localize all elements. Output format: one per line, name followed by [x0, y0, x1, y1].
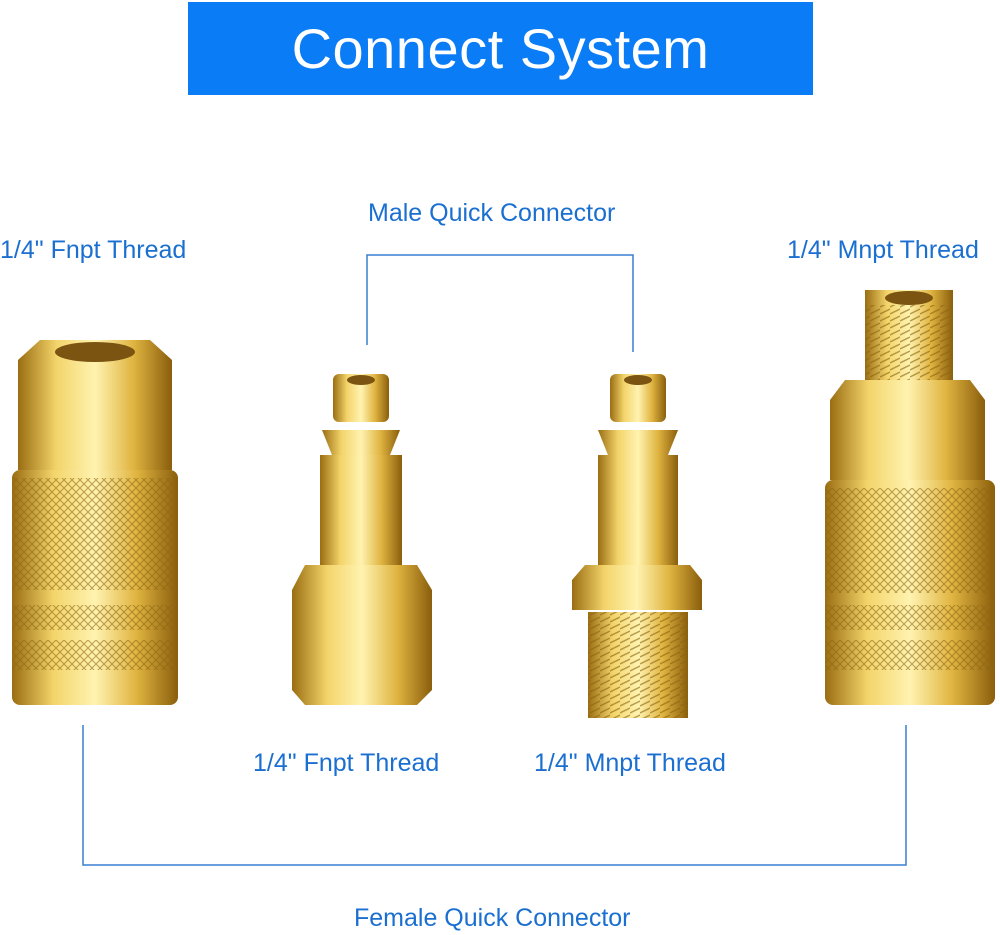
female-bracket-line: [82, 725, 907, 866]
male-plug-mnpt: [572, 374, 702, 718]
female-connector-mnpt: [825, 290, 995, 705]
female-quick-connector-label: Female Quick Connector: [354, 904, 631, 932]
male-quick-connector-label: Male Quick Connector: [368, 199, 616, 227]
bottom-right-thread-label: 1/4" Mnpt Thread: [534, 749, 726, 777]
male-bracket-line: [366, 254, 634, 352]
top-right-thread-label: 1/4" Mnpt Thread: [787, 236, 979, 264]
male-plug-fnpt: [292, 374, 432, 705]
top-left-thread-label: 1/4" Fnpt Thread: [0, 236, 187, 264]
bottom-left-thread-label: 1/4" Fnpt Thread: [253, 749, 440, 777]
female-connector-fnpt: [12, 340, 178, 705]
title-banner: Connect System: [188, 2, 813, 95]
